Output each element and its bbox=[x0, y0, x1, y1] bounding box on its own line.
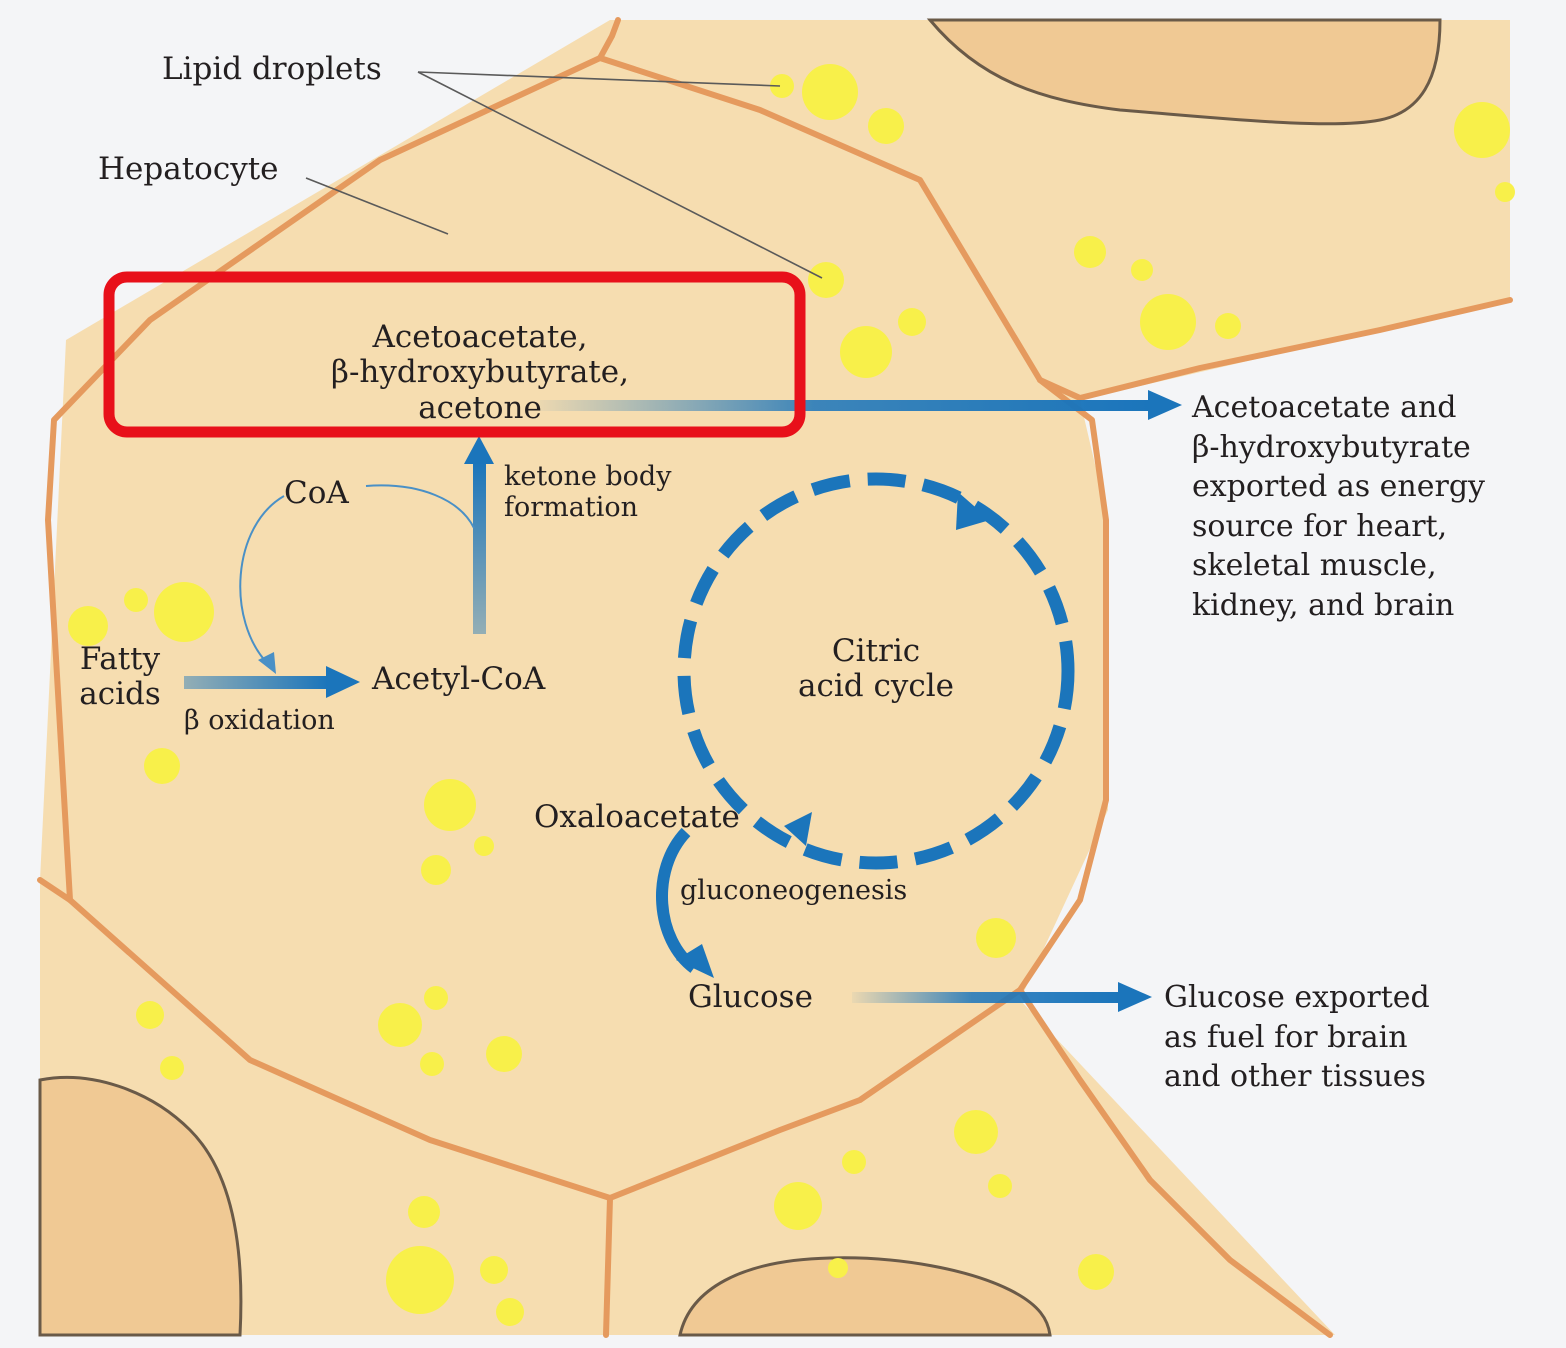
glucose-export-label: Glucose exported as fuel for brain and o… bbox=[1164, 978, 1430, 1097]
ketone-export-label: Acetoacetate and β-hydroxybutyrate expor… bbox=[1192, 388, 1485, 626]
lipid-droplet bbox=[424, 986, 448, 1010]
lipid-droplet bbox=[144, 748, 180, 784]
ketone-bodies-line-1: Acetoacetate, bbox=[280, 320, 680, 355]
lipid-droplet bbox=[1078, 1254, 1114, 1290]
lipid-droplet bbox=[840, 326, 892, 378]
lipid-droplet bbox=[802, 64, 858, 120]
lipid-droplet bbox=[378, 1003, 422, 1047]
ketone-bodies-line-3: acetone bbox=[280, 391, 680, 426]
lipid-droplets-label: Lipid droplets bbox=[162, 52, 382, 87]
hepatocyte-label: Hepatocyte bbox=[98, 152, 279, 187]
lipid-droplet bbox=[408, 1196, 440, 1228]
lipid-droplet bbox=[868, 108, 904, 144]
glucose-export-arrow-shaft bbox=[852, 992, 1118, 1003]
lipid-droplet bbox=[136, 1001, 164, 1029]
lipid-droplet bbox=[1074, 236, 1106, 268]
lipid-droplet bbox=[1131, 259, 1153, 281]
coa-label: CoA bbox=[284, 476, 349, 511]
ketone-body-formation-label: ketone body formation bbox=[504, 462, 671, 524]
lipid-droplet bbox=[1495, 182, 1515, 202]
lipid-droplet bbox=[421, 855, 451, 885]
ketone-bodies-line-2: β-hydroxybutyrate, bbox=[280, 355, 680, 390]
lipid-droplet bbox=[898, 308, 926, 336]
glucose-export-line-3: and other tissues bbox=[1164, 1057, 1430, 1097]
ketone-bodies-label: Acetoacetate, β-hydroxybutyrate, acetone bbox=[280, 320, 680, 426]
lipid-droplet bbox=[68, 606, 108, 646]
lipid-droplet bbox=[1454, 102, 1510, 158]
acetyl-coa-label: Acetyl-CoA bbox=[372, 662, 545, 697]
citric-acid-cycle-line-1: Citric bbox=[776, 634, 976, 669]
lipid-droplet bbox=[954, 1110, 998, 1154]
lower-membrane-down bbox=[606, 1198, 610, 1335]
lipid-droplet bbox=[808, 262, 844, 298]
ketone-export-line-4: source for heart, bbox=[1192, 507, 1485, 547]
ketone-export-line-2: β-hydroxybutyrate bbox=[1192, 428, 1485, 468]
lipid-droplet bbox=[420, 1052, 444, 1076]
lipid-droplet bbox=[486, 1036, 522, 1072]
fatty-acids-line-1: Fatty bbox=[60, 642, 180, 677]
lipid-droplet bbox=[386, 1246, 454, 1314]
glucose-label: Glucose bbox=[688, 980, 813, 1015]
lipid-droplet bbox=[1140, 294, 1196, 350]
ketone-body-formation-line-1: ketone body bbox=[504, 462, 671, 493]
lipid-droplet bbox=[774, 1182, 822, 1230]
ketone-export-arrowhead bbox=[1148, 390, 1182, 420]
lipid-droplet bbox=[842, 1150, 866, 1174]
ketone-export-line-1: Acetoacetate and bbox=[1192, 388, 1485, 428]
glucose-export-arrowhead bbox=[1118, 982, 1152, 1012]
fatty-acids-line-2: acids bbox=[60, 677, 180, 712]
citric-acid-cycle-line-2: acid cycle bbox=[776, 669, 976, 704]
glucose-export-line-2: as fuel for brain bbox=[1164, 1018, 1430, 1058]
glucose-export-line-1: Glucose exported bbox=[1164, 978, 1430, 1018]
lipid-droplet bbox=[160, 1056, 184, 1080]
lipid-droplet bbox=[976, 918, 1016, 958]
fatty-acids-label: Fatty acids bbox=[60, 642, 180, 713]
ketone-export-line-5: skeletal muscle, bbox=[1192, 546, 1485, 586]
lipid-droplet bbox=[480, 1256, 508, 1284]
beta-oxidation-label: β oxidation bbox=[184, 706, 335, 737]
lipid-droplet bbox=[1215, 313, 1241, 339]
lipid-droplet bbox=[988, 1174, 1012, 1198]
gluconeogenesis-label: gluconeogenesis bbox=[680, 876, 907, 907]
lipid-droplet bbox=[496, 1298, 524, 1326]
oxaloacetate-label: Oxaloacetate bbox=[534, 800, 740, 835]
lipid-droplet bbox=[474, 836, 494, 856]
ketone-export-line-6: kidney, and brain bbox=[1192, 586, 1485, 626]
ketone-export-line-3: exported as energy bbox=[1192, 467, 1485, 507]
ketone-body-formation-line-2: formation bbox=[504, 493, 671, 524]
beta-oxidation-arrow-shaft bbox=[184, 676, 328, 689]
lipid-droplet bbox=[124, 588, 148, 612]
citric-acid-cycle-label: Citric acid cycle bbox=[776, 634, 976, 705]
lipid-droplet bbox=[424, 779, 476, 831]
lipid-droplet bbox=[828, 1258, 848, 1278]
lipid-droplet bbox=[154, 582, 214, 642]
ketone-formation-arrow-shaft bbox=[473, 462, 486, 634]
